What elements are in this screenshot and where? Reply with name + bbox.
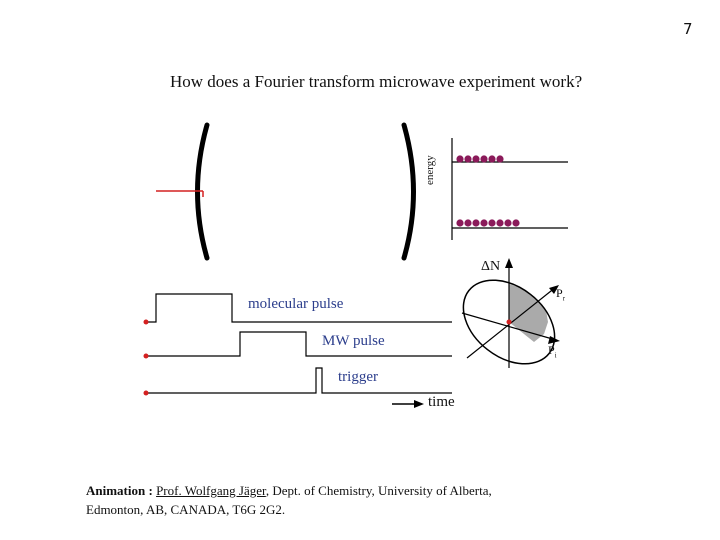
population-dot: [472, 155, 480, 163]
bloch-origin-marker: [506, 319, 512, 325]
energy-axis-label: energy: [424, 155, 436, 185]
pi-label: Pi: [548, 343, 557, 360]
delta-n-label: ΔN: [481, 259, 501, 274]
mw-pulse-trace: [146, 331, 452, 357]
bloch-ellipse: [462, 279, 556, 365]
trigger-trace: [146, 367, 452, 394]
population-dot: [464, 155, 472, 163]
pr-label: Pr: [556, 286, 566, 303]
caption-address: Edmonton, AB, CANADA, T6G 2G2.: [86, 502, 286, 517]
population-dot: [456, 155, 464, 163]
mw-pulse-marker: [143, 353, 149, 359]
population-dot: [512, 219, 520, 227]
mw-pulse-label: MW pulse: [322, 333, 385, 349]
delta-n-arrowhead: [505, 258, 513, 268]
pi-axis: [461, 312, 557, 341]
population-dot: [472, 219, 480, 227]
pr-axis: [466, 286, 557, 359]
molecular-pulse-trace: [146, 293, 452, 323]
trigger-marker: [143, 390, 149, 396]
population-dot: [488, 155, 496, 163]
population-dot: [456, 219, 464, 227]
population-dot: [496, 219, 504, 227]
pi-arrowhead: [548, 336, 560, 344]
time-arrowhead: [414, 400, 424, 408]
molecular-pulse-label: molecular pulse: [248, 296, 344, 312]
caption-affiliation: , Dept. of Chemistry, University of Albe…: [265, 483, 492, 498]
population-dot: [488, 219, 496, 227]
right-mirror: [401, 122, 416, 261]
lower-level-population: [456, 219, 520, 227]
author-link[interactable]: Prof. Wolfgang Jäger: [156, 483, 266, 498]
slide-title: How does a Fourier transform microwave e…: [170, 72, 583, 91]
slide-number: 7: [683, 20, 693, 38]
population-dot: [504, 219, 512, 227]
trigger-label: trigger: [338, 369, 378, 385]
population-dot: [480, 155, 488, 163]
time-label: time: [428, 394, 455, 410]
upper-level-population: [456, 155, 504, 163]
molecular-pulse-marker: [143, 319, 149, 325]
population-dot: [496, 155, 504, 163]
pr-arrowhead: [549, 285, 559, 294]
caption-prefix: Animation :: [86, 483, 153, 498]
population-dot: [464, 219, 472, 227]
population-dot: [480, 219, 488, 227]
attribution-caption: Animation : Prof. Wolfgang Jäger, Dept. …: [86, 481, 646, 519]
polarization-sector: [509, 284, 548, 342]
